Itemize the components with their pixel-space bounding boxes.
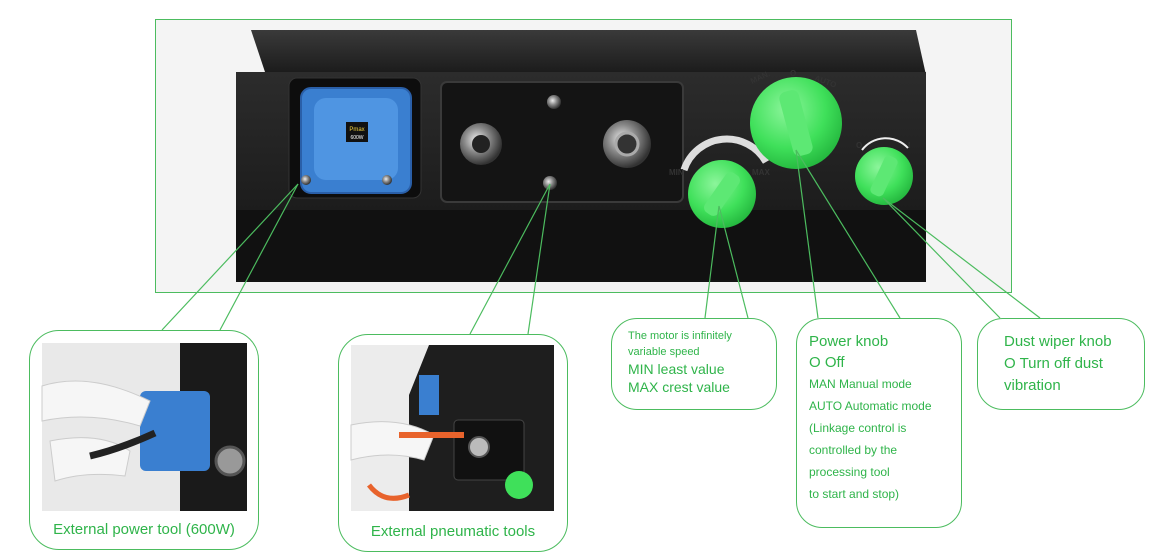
socket-brand-text: Pmax — [349, 127, 364, 133]
pneumatic-photo-glove — [350, 421, 435, 461]
control-panel-illustration: Pmax 600W MIN MAX MAN. O AUTO O I — [236, 30, 926, 282]
power-knob-callout: Power knob O Off MAN Manual mode AUTO Au… — [796, 318, 962, 528]
machine-lid — [251, 30, 926, 75]
motor-callout-line3: MIN least value — [628, 361, 725, 377]
product-panel-image: Pmax 600W MIN MAX MAN. O AUTO O I — [155, 19, 1012, 293]
socket-screw-left — [301, 175, 311, 185]
power-callout-line4: AUTO Automatic mode — [809, 399, 932, 413]
power-callout-line3: MAN Manual mode — [809, 377, 912, 391]
wiper-callout-line3: vibration — [1004, 377, 1061, 394]
power-photo-glove-top — [41, 380, 151, 427]
pneumatic-port-left-hole — [472, 135, 490, 153]
plate-screw-top — [547, 95, 561, 109]
pneumatic-photo-knob — [505, 471, 533, 499]
power-callout-line1: Power knob — [809, 333, 889, 350]
pneumatic-port-right-hole — [614, 131, 640, 157]
power-photo-socket — [140, 391, 210, 471]
power-photo-glove-bottom — [49, 437, 131, 482]
power-knob-grip — [779, 90, 813, 156]
pneumatic-photo-hose-coil — [367, 483, 410, 501]
power-callout-line2: O Off — [809, 354, 845, 371]
wiper-on-label: I — [908, 141, 910, 150]
speed-max-label: MAX — [752, 168, 770, 177]
power-callout-line6: controlled by the — [809, 443, 898, 457]
motor-callout-line4: MAX crest value — [628, 379, 730, 395]
motor-callout-line2: variable speed — [628, 346, 700, 358]
power-off-label: O — [790, 69, 796, 78]
wiper-callout-line2: O Turn off dust — [1004, 355, 1103, 372]
pneumatic-tool-photo — [350, 345, 554, 511]
socket-rating-text: 600W — [350, 135, 363, 141]
motor-callout-line1: The motor is infinitely — [628, 330, 732, 342]
power-tool-photo-callout: External power tool (600W) — [29, 330, 259, 550]
pneumatic-photo-callout: External pneumatic tools — [338, 334, 568, 552]
pneumatic-caption: External pneumatic tools — [370, 523, 536, 540]
socket-screw-right — [382, 175, 392, 185]
machine-lower-body — [236, 210, 926, 280]
socket-label-plate — [346, 122, 368, 142]
wiper-callout-line1: Dust wiper knob — [1004, 333, 1112, 350]
motor-speed-callout: The motor is infinitely variable speed M… — [611, 318, 777, 410]
dust-wiper-callout: Dust wiper knob O Turn off dust vibratio… — [977, 318, 1145, 410]
wiper-off-label: O — [856, 141, 862, 150]
pneumatic-photo-socket — [419, 375, 439, 415]
power-callout-line7: processing tool — [809, 465, 890, 479]
wiper-knob-arc — [861, 137, 909, 151]
speed-knob-grip — [704, 172, 740, 216]
speed-knob-arc — [680, 135, 770, 172]
power-tool-caption: External power tool (600W) — [53, 521, 235, 538]
power-photo-plug-cable — [89, 429, 157, 460]
pneumatic-photo-port — [468, 436, 490, 458]
pneumatic-plate — [440, 81, 684, 203]
power-photo-port — [214, 445, 246, 477]
speed-min-label: MIN — [669, 168, 684, 177]
power-callout-line5: (Linkage control is — [809, 421, 907, 435]
power-callout-line8: to start and stop) — [809, 487, 900, 501]
plate-screw-bottom — [543, 176, 557, 190]
power-tool-photo — [41, 343, 247, 511]
